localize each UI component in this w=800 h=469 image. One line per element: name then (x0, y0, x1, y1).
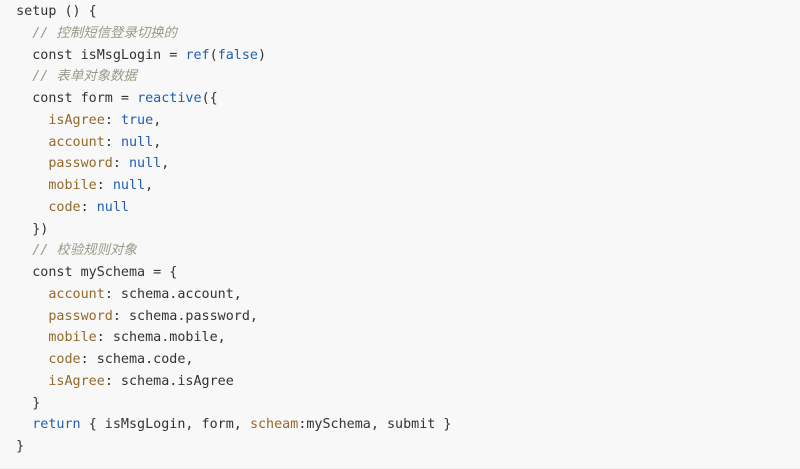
code-token-plain: } (0, 395, 41, 411)
code-line: // 控制短信登录切换的 (0, 23, 800, 45)
code-token-literal: return (0, 417, 89, 433)
code-token-plain: }) (0, 221, 49, 237)
code-token-literal: null (112, 178, 146, 193)
code-token-keyword: const (0, 47, 81, 63)
code-token-prop: mobile (0, 178, 97, 193)
code-line: isAgree: true, (0, 110, 800, 132)
code-line: // 校验规则对象 (0, 240, 800, 262)
code-token-plain: ) (258, 47, 267, 63)
code-token-literal: null (120, 134, 154, 150)
code-line: // 表单对象数据 (0, 66, 800, 88)
code-token-plain: : schema.mobile, (96, 330, 226, 346)
code-line: const isMsgLogin = ref(false) (0, 45, 800, 67)
code-token-plain: , (145, 178, 154, 193)
code-token-prop: scheam (249, 417, 299, 433)
code-token-prop: account (0, 286, 105, 302)
code-lines: setup () { // 控制短信登录切换的 const isMsgLogin… (0, 1, 800, 458)
code-token-comment: // 控制短信登录切换的 (0, 25, 177, 41)
code-line: setup () { (0, 1, 800, 23)
code-token-prop: code (0, 352, 81, 367)
code-token-plain: mySchema = { (80, 265, 178, 280)
code-token-plain: ({ (201, 91, 218, 106)
code-token-plain: : (104, 134, 121, 150)
code-token-plain: setup () { (0, 4, 97, 19)
code-token-func: reactive (137, 91, 202, 106)
code-token-keyword: const (0, 91, 81, 106)
code-token-plain: : schema.password, (112, 308, 258, 324)
code-token-plain: { isMsgLogin, form, (88, 417, 250, 433)
code-line: } (0, 393, 800, 415)
code-token-func: ref (185, 47, 210, 63)
code-token-literal: true (120, 112, 154, 128)
code-line: password: null, (0, 153, 800, 175)
code-line: mobile: schema.mobile, (0, 327, 800, 349)
code-token-literal: null (129, 156, 162, 172)
code-token-plain: } (0, 439, 25, 454)
code-token-plain: form = (80, 91, 138, 106)
code-token-comment: // 校验规则对象 (0, 243, 137, 259)
code-line: account: null, (0, 132, 800, 154)
code-token-plain: , (153, 134, 162, 150)
code-line: mobile: null, (0, 175, 800, 197)
code-token-plain: : (104, 112, 121, 128)
code-line: isAgree: schema.isAgree (0, 371, 800, 393)
code-token-plain: : (80, 199, 97, 215)
code-token-prop: mobile (0, 330, 97, 346)
code-token-plain: : (112, 156, 129, 172)
code-token-plain: isMsgLogin = (80, 47, 186, 63)
code-token-prop: password (0, 308, 113, 324)
code-line: return { isMsgLogin, form, scheam:mySche… (0, 414, 800, 436)
code-line: code: schema.code, (0, 349, 800, 371)
code-token-plain: , (161, 156, 170, 172)
code-token-plain: : schema.isAgree (104, 373, 234, 389)
code-token-plain: ( (209, 47, 218, 63)
code-token-literal: null (96, 199, 129, 215)
code-token-prop: isAgree (0, 112, 105, 128)
code-line: const form = reactive({ (0, 88, 800, 110)
code-token-prop: account (0, 134, 105, 150)
code-token-plain: : schema.code, (80, 352, 194, 367)
code-token-plain: : schema.account, (104, 286, 242, 302)
code-line: password: schema.password, (0, 306, 800, 328)
code-token-plain: :mySchema, submit } (298, 417, 452, 433)
code-token-plain: : (96, 178, 113, 193)
code-token-plain: , (153, 112, 162, 128)
code-token-literal: false (217, 47, 258, 63)
code-token-keyword: const (0, 265, 81, 280)
code-line: const mySchema = { (0, 262, 800, 284)
code-token-prop: isAgree (0, 373, 105, 389)
code-line: } (0, 436, 800, 458)
code-line: code: null (0, 197, 800, 219)
code-token-comment: // 表单对象数据 (0, 69, 137, 85)
code-line: account: schema.account, (0, 284, 800, 306)
code-token-prop: password (0, 156, 113, 172)
code-token-prop: code (0, 199, 81, 215)
code-line: }) (0, 219, 800, 241)
